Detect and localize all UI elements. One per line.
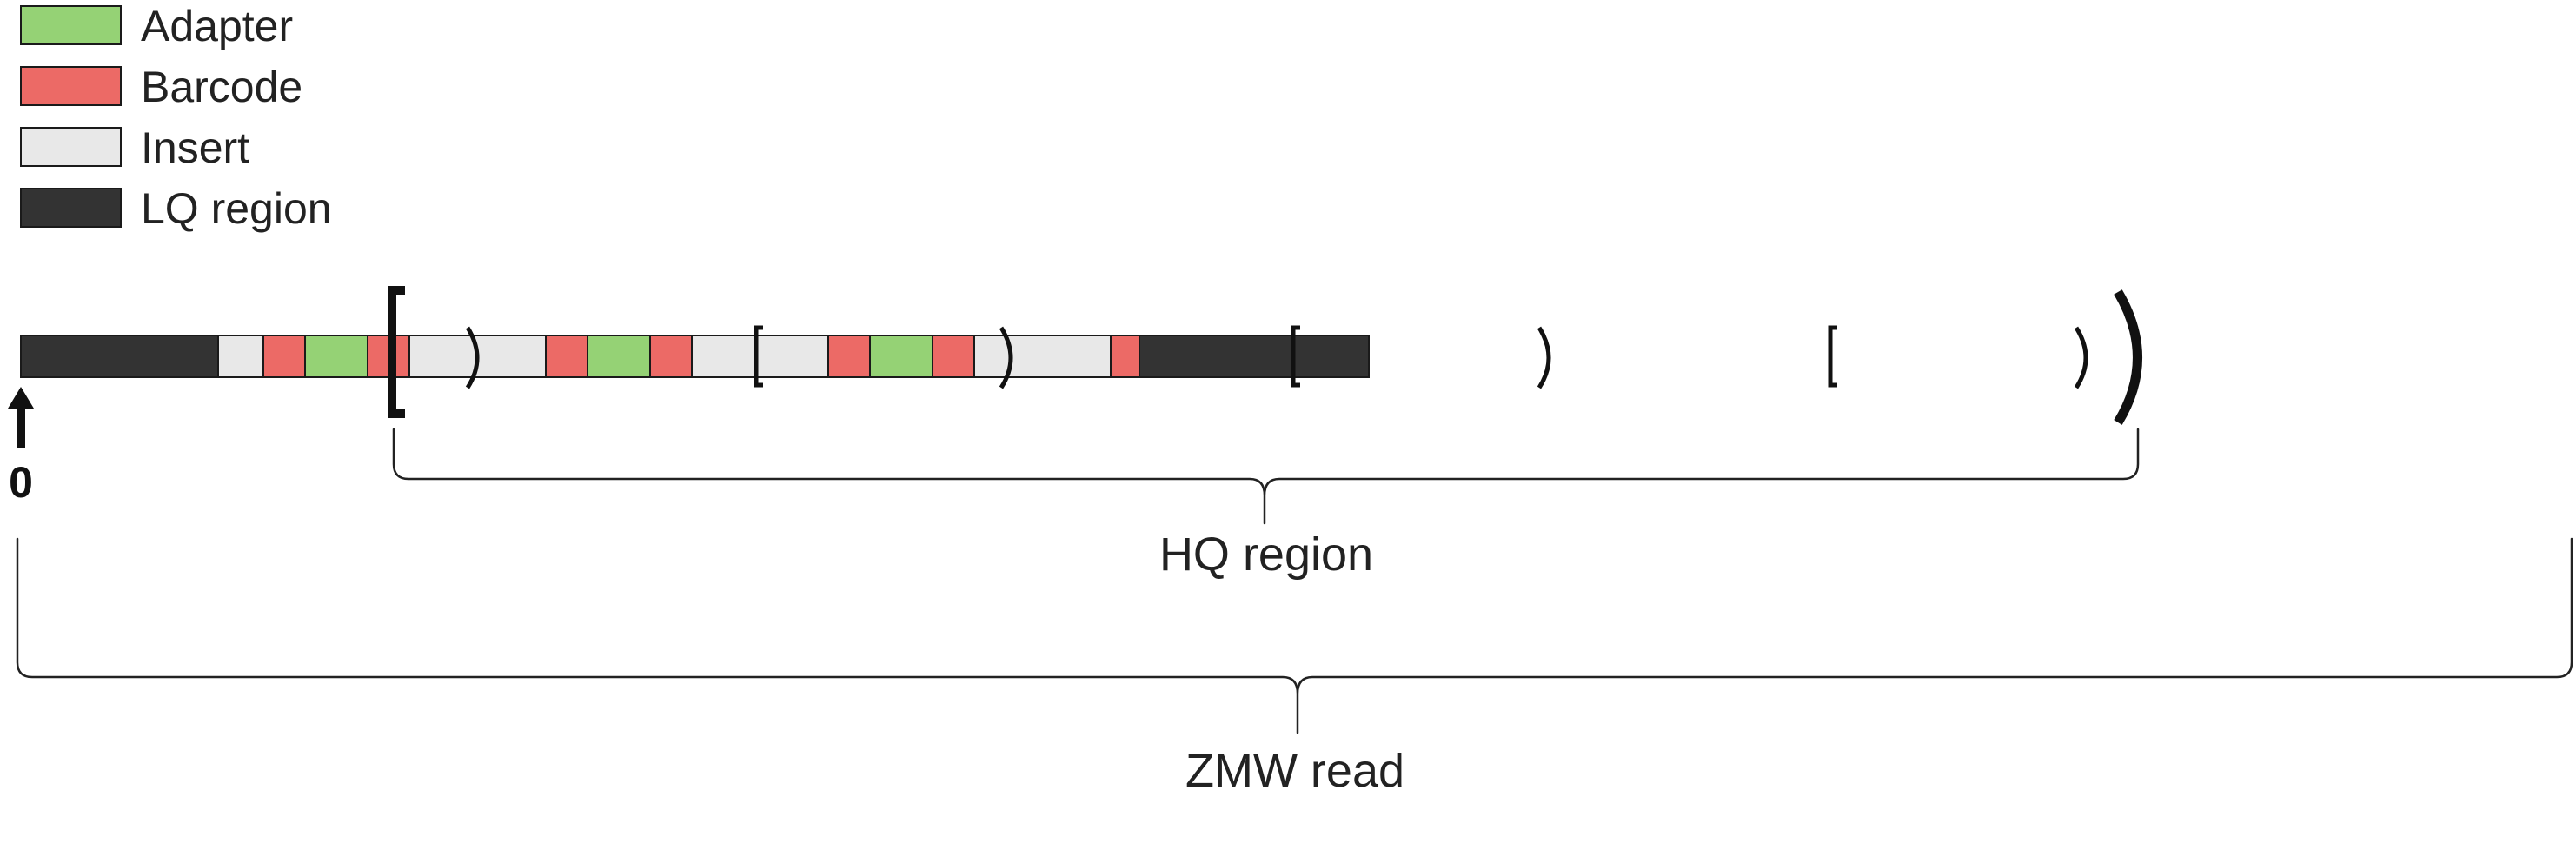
read-segment-insert (217, 335, 264, 378)
insert-end-paren (2074, 326, 2088, 389)
zmw-brace-path (16, 537, 2573, 734)
insert-start-bracket (1291, 325, 1300, 388)
legend-item-adapter: Adapter (20, 2, 293, 50)
insert-end-paren (999, 326, 1013, 389)
read-segment-adapter (587, 335, 651, 378)
insert-start-bracket (1828, 325, 1837, 388)
read-segment-insert (691, 335, 829, 378)
read-segment-barcode (1110, 335, 1140, 378)
hq-end-paren (2114, 289, 2142, 425)
hq-brace-path (392, 428, 2140, 525)
up-arrow-icon (8, 387, 34, 448)
insert-end-paren (1537, 326, 1551, 389)
start-position-marker: 0 (8, 387, 34, 507)
legend: Adapter Barcode Insert LQ region (20, 2, 332, 233)
read-segment-lq (1139, 335, 1370, 378)
read-segment-barcode (649, 335, 693, 378)
legend-item-lq-region: LQ region (20, 184, 332, 233)
legend-swatch-insert (20, 127, 122, 167)
hq-region-label: HQ region (1159, 528, 1373, 581)
zmw-read-label: ZMW read (1185, 745, 1404, 797)
read-segment-barcode (545, 335, 588, 378)
subread-boundary-marks (388, 286, 2142, 425)
read-segment-adapter (869, 335, 933, 378)
insert-end-paren (465, 326, 480, 389)
zmw-read-brace: ZMW read (16, 537, 2573, 797)
legend-swatch-barcode (20, 66, 122, 106)
legend-label-barcode: Barcode (141, 63, 302, 111)
legend-item-barcode: Barcode (20, 63, 302, 111)
read-segment-lq (20, 335, 219, 378)
read-segment-barcode (932, 335, 975, 378)
legend-label-adapter: Adapter (141, 2, 293, 50)
insert-start-bracket (754, 325, 763, 388)
legend-label-insert: Insert (141, 123, 249, 172)
read-bar (20, 335, 1370, 378)
read-segment-insert (973, 335, 1112, 378)
hq-region-brace: HQ region (392, 428, 2140, 581)
legend-item-insert: Insert (20, 123, 249, 172)
read-segment-barcode (827, 335, 871, 378)
start-position-label: 0 (9, 458, 33, 507)
legend-swatch-adapter (20, 5, 122, 45)
legend-label-lq-region: LQ region (141, 184, 332, 233)
read-segment-barcode (262, 335, 306, 378)
read-segment-adapter (304, 335, 368, 378)
hq-start-bracket (388, 286, 405, 418)
legend-swatch-lq-region (20, 188, 122, 228)
